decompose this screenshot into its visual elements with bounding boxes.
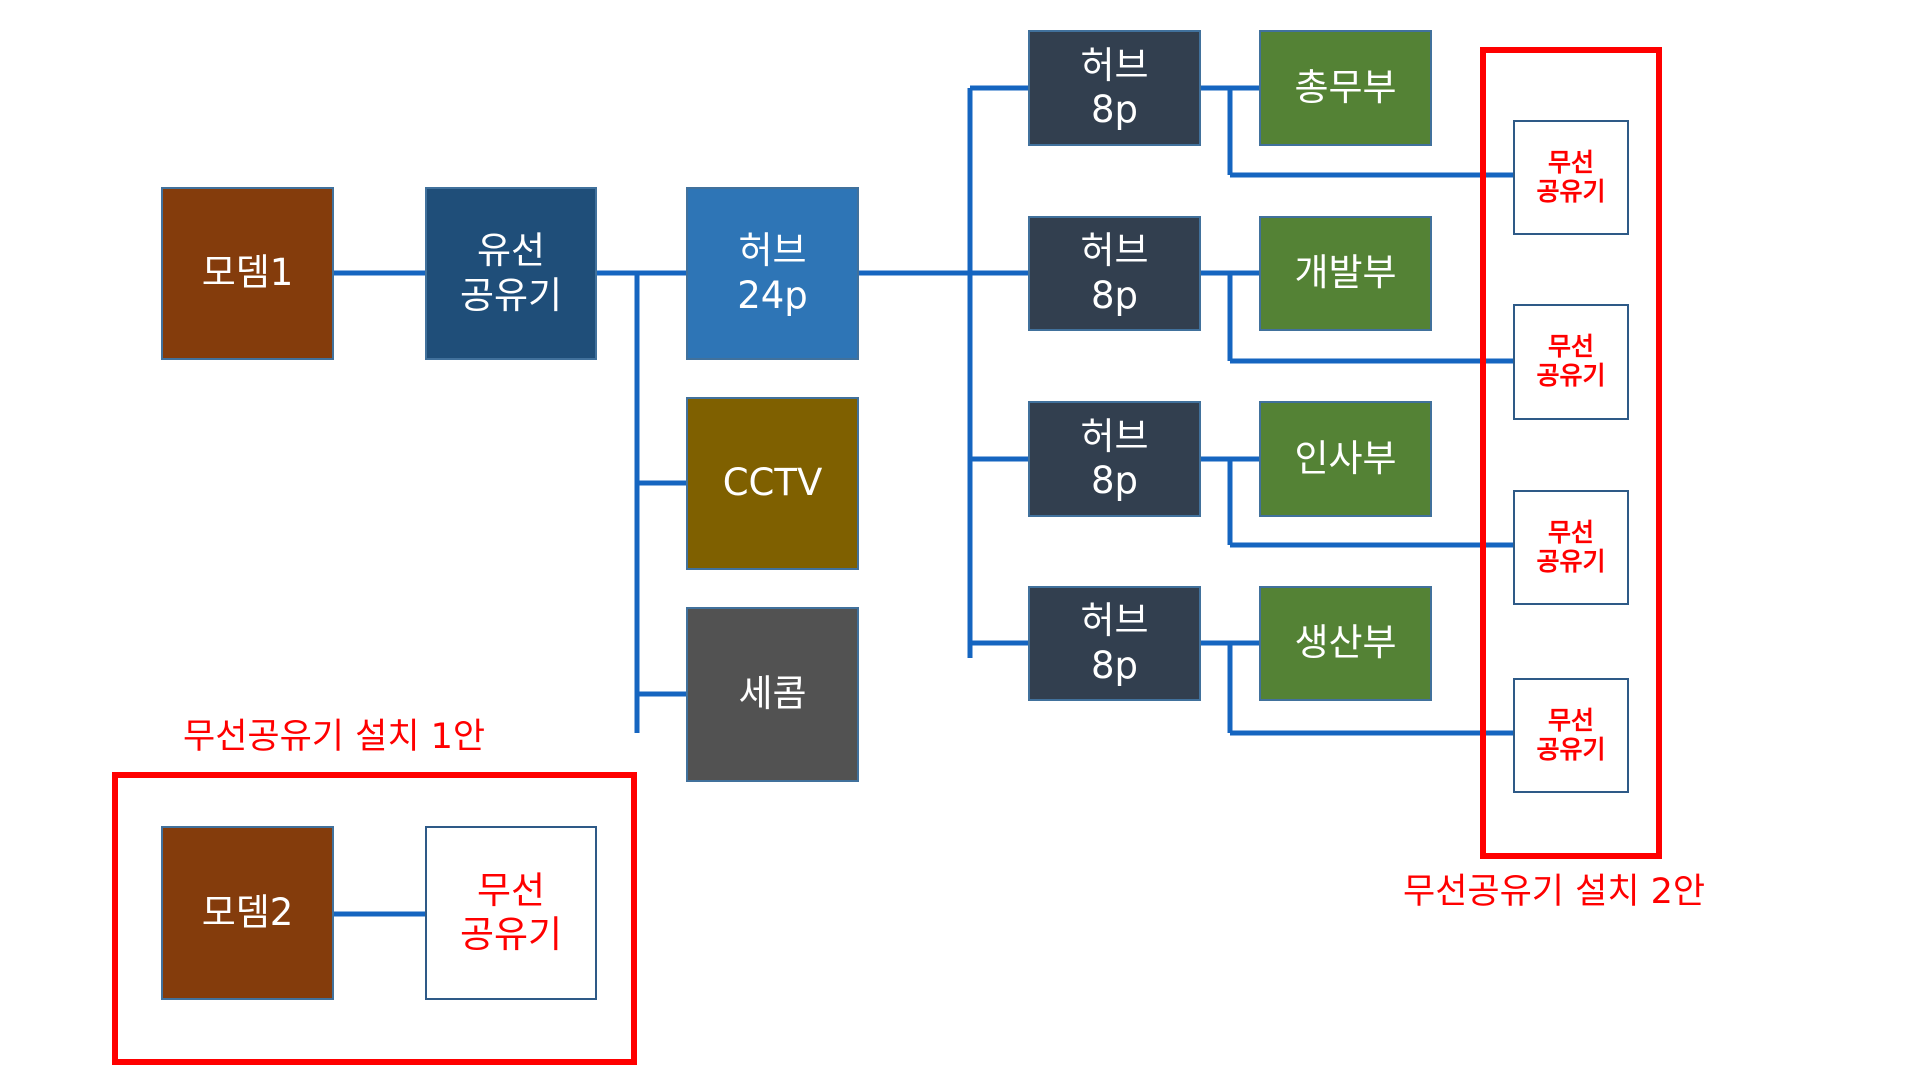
wired-router-box: 유선 공유기 (425, 187, 597, 360)
hub8-2-label-line1: 허브 (1080, 229, 1149, 273)
wireless-router-plan1-box: 무선 공유기 (425, 826, 597, 1000)
hub8-box-3: 허브 8p (1028, 401, 1201, 517)
cctv-box: CCTV (686, 397, 859, 570)
wireless-router-ap-2: 무선 공유기 (1513, 304, 1629, 420)
plan2-caption: 무선공유기 설치 2안 (1403, 872, 1706, 912)
ap-2-label-line1: 무선 (1547, 332, 1594, 362)
plan1-highlight-box (112, 772, 637, 1065)
plan1-caption: 무선공유기 설치 1안 (183, 717, 486, 757)
dept-box-1: 총무부 (1259, 30, 1432, 146)
ap-1-label-line2: 공유기 (1536, 176, 1606, 206)
hub8-2-label-line2: 8p (1090, 273, 1139, 317)
secom-label: 세콤 (738, 672, 807, 716)
modem1-box: 모뎀1 (161, 187, 334, 360)
dept-4-label: 생산부 (1294, 621, 1397, 665)
hub8-4-label-line1: 허브 (1080, 599, 1149, 643)
hub8-1-label-line2: 8p (1090, 88, 1139, 131)
hub8-3-label-line1: 허브 (1080, 414, 1149, 458)
wired-router-label-line1: 유선 (476, 229, 546, 273)
ap-1-label-line1: 무선 (1547, 147, 1594, 177)
wireless-router-plan1-label-line2: 공유기 (459, 913, 563, 956)
dept-1-label: 총무부 (1294, 65, 1397, 109)
ap-3-label-line2: 공유기 (1536, 546, 1606, 576)
modem1-label: 모뎀1 (201, 251, 294, 295)
wired-router-label-line2: 공유기 (459, 273, 563, 317)
dept-box-3: 인사부 (1259, 401, 1432, 517)
hub8-4-label-line2: 8p (1090, 643, 1139, 687)
plan2-highlight-box (1480, 47, 1662, 859)
dept-box-4: 생산부 (1259, 586, 1432, 701)
wireless-router-ap-4: 무선 공유기 (1513, 678, 1629, 793)
wireless-router-ap-1: 무선 공유기 (1513, 120, 1629, 235)
dept-2-label: 개발부 (1294, 251, 1397, 295)
hub8-box-1: 허브 8p (1028, 30, 1201, 146)
secom-box: 세콤 (686, 607, 859, 782)
ap-4-label-line1: 무선 (1547, 705, 1594, 735)
hub8-3-label-line2: 8p (1090, 459, 1139, 502)
ap-2-label-line2: 공유기 (1536, 361, 1606, 390)
dept-box-2: 개발부 (1259, 216, 1432, 331)
modem2-box: 모뎀2 (161, 826, 334, 1000)
hub24-box: 허브 24p (686, 187, 859, 360)
hub8-1-label-line1: 허브 (1080, 43, 1149, 87)
cctv-label: CCTV (722, 461, 823, 505)
modem2-label: 모뎀2 (201, 890, 294, 934)
hub24-label-line1: 허브 (738, 229, 807, 273)
hub8-box-2: 허브 8p (1028, 216, 1201, 331)
wireless-router-ap-3: 무선 공유기 (1513, 490, 1629, 605)
hub8-box-4: 허브 8p (1028, 586, 1201, 701)
ap-4-label-line2: 공유기 (1536, 734, 1606, 764)
hub24-label-line2: 24p (737, 273, 808, 317)
wireless-router-plan1-label-line1: 무선 (476, 868, 546, 912)
dept-3-label: 인사부 (1294, 436, 1397, 480)
ap-3-label-line1: 무선 (1547, 517, 1594, 547)
